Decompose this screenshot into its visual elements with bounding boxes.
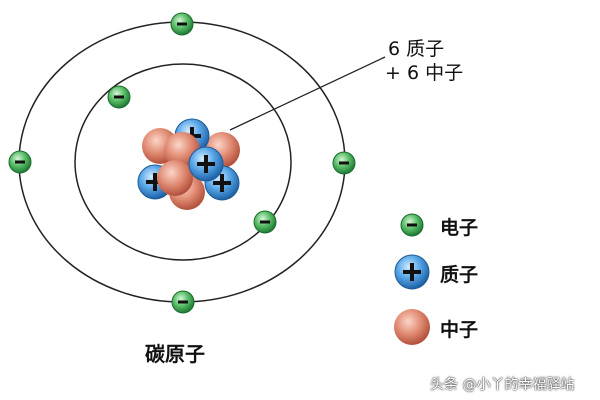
annotation-protons: 6 质子 (388, 38, 445, 60)
annotation-neutrons: + 6 中子 (385, 62, 464, 84)
electron (8, 150, 32, 174)
caption: 碳原子 (145, 342, 205, 366)
neutron-icon (394, 309, 430, 345)
pointer-line (229, 56, 386, 131)
legend-label-proton: 质子 (440, 264, 479, 286)
electron (107, 85, 131, 109)
electron (170, 12, 194, 36)
electron (171, 290, 195, 314)
nucleus (137, 118, 240, 210)
legend-label-electron: 电子 (440, 217, 479, 239)
electron (253, 210, 277, 234)
legend-label-neutron: 中子 (440, 319, 479, 341)
watermark: 头条 @小丫的幸福驿站 (430, 377, 575, 393)
electron (332, 151, 356, 175)
legend-icons (394, 213, 430, 345)
inner-orbit (74, 63, 292, 261)
electron-icon (400, 213, 424, 237)
proton-icon (394, 254, 430, 290)
